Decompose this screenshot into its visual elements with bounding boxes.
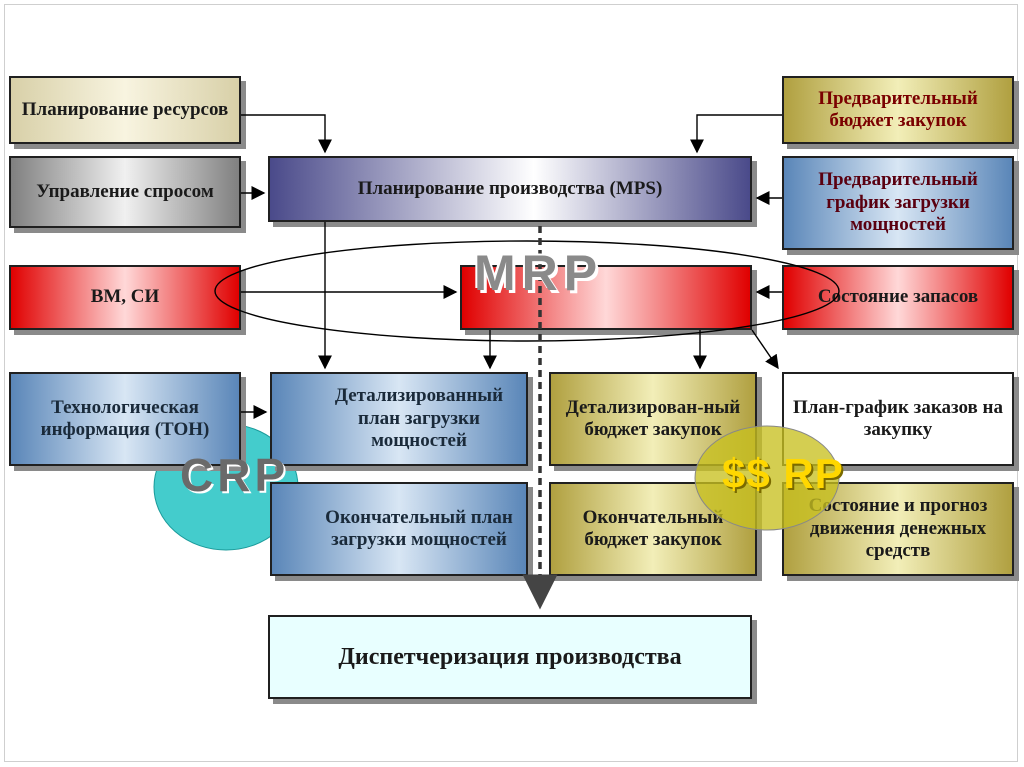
box-detailed-capacity: Детализированный план загрузки мощностей [270,372,528,466]
box-resource-planning: Планирование ресурсов [9,76,241,144]
box-detailed-budget: Детализирован-ный бюджет закупок [549,372,757,466]
box-tech-info: Технологическая информация (ТОН) [9,372,241,466]
box-dispatching: Диспетчеризация производства [268,615,752,699]
slide-frame [4,4,1018,762]
box-final-capacity: Окончательный план загрузки мощностей [270,482,528,576]
box-prelim-budget: Предварительный бюджет закупок [782,76,1014,144]
box-prelim-capacity: Предварительный график загрузки мощносте… [782,156,1014,250]
label-crp: CRP [180,449,290,501]
label-mrp: MRP [474,245,604,301]
label-srp: $$ RP [722,450,844,497]
box-inventory-status: Состояние запасов [782,265,1014,330]
box-mps: Планирование производства (MPS) [268,156,752,222]
box-demand-management: Управление спросом [9,156,241,228]
box-bm-si: BM, СИ [9,265,241,330]
